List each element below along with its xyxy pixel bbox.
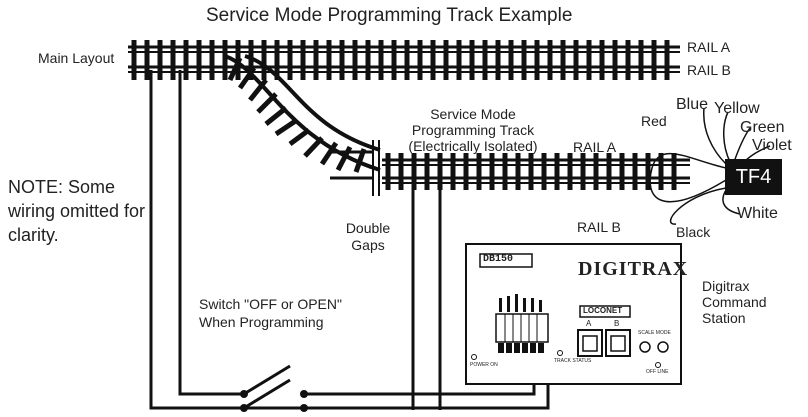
programming-track xyxy=(382,153,690,190)
prog-track-title-3: (Electrically Isolated) xyxy=(408,138,538,154)
main-layout-label: Main Layout xyxy=(38,50,115,66)
yellow-wire xyxy=(723,111,731,163)
power-on-label: POWER ON xyxy=(470,362,498,368)
decoder-wires xyxy=(649,107,771,225)
green-wire-label: Green xyxy=(740,119,785,136)
white-wire-label: White xyxy=(737,205,778,222)
terminal-dividers xyxy=(504,314,538,342)
double-gaps xyxy=(372,140,380,196)
track-tie xyxy=(319,141,339,166)
note-text: NOTE: Some wiring omitted for clarity. xyxy=(8,177,146,245)
track-tie xyxy=(288,127,311,147)
switch-label-2: When Programming xyxy=(199,314,324,330)
prog-rail-a-label: RAIL A xyxy=(573,139,617,155)
curve-rail-outer xyxy=(224,54,381,172)
track-tie xyxy=(264,106,288,126)
black-wire xyxy=(669,187,727,225)
prog-track-title-1: Service Mode xyxy=(430,106,516,122)
violet-wire-label: Violet xyxy=(752,137,792,154)
double-gaps-label-1: Double xyxy=(345,220,391,236)
green-wire xyxy=(733,127,751,163)
red-wire xyxy=(649,152,727,203)
double-gaps-label-2: Gaps xyxy=(351,237,385,253)
main-rail-b-label: RAIL B xyxy=(687,62,731,78)
prog-rail-b-label: RAIL B xyxy=(577,219,621,235)
terminal-screws xyxy=(498,343,544,353)
off-line-label: OFF LINE xyxy=(646,369,669,375)
curve-rail-inner xyxy=(244,54,381,152)
digitrax-logo: DIGITRAX xyxy=(578,258,689,280)
track-tie xyxy=(248,78,268,102)
terminal-strip xyxy=(495,313,549,343)
curved-turnout-track xyxy=(224,54,381,180)
scale-mode-label: SCALE MODE xyxy=(638,330,671,336)
mode-dial-1 xyxy=(639,341,651,353)
mode-dial-2 xyxy=(657,341,669,353)
loconet-port-b: B xyxy=(614,319,620,328)
station-label-2: Command xyxy=(702,294,767,310)
loconet-port-a: A xyxy=(586,319,592,328)
track-tie xyxy=(274,117,299,137)
main-layout-track xyxy=(128,40,680,80)
main-feeder-b xyxy=(178,70,244,396)
station-label-1: Digitrax xyxy=(702,278,750,294)
black-wire-label: Black xyxy=(676,224,711,240)
diagram-title: Service Mode Programming Track Example xyxy=(206,5,573,26)
terminal-label-marks xyxy=(499,294,542,312)
db150-booster xyxy=(465,243,682,385)
switch-label-1: Switch "OFF or OPEN" xyxy=(199,296,342,312)
loconet-box xyxy=(579,305,631,318)
power-on-led xyxy=(471,354,477,360)
main-rail-a-label: RAIL A xyxy=(687,39,731,55)
track-status-led xyxy=(557,350,563,356)
track-status-label: TRACK STATUS xyxy=(554,358,592,364)
station-label-3: Station xyxy=(702,310,746,326)
red-wire-label: Red xyxy=(641,113,667,129)
loconet-label: LOCONET xyxy=(583,306,623,315)
track-tie xyxy=(237,66,257,90)
off-line-led xyxy=(655,362,661,368)
prog-track-title-2: Programming Track xyxy=(411,122,535,138)
yellow-wire-label: Yellow xyxy=(714,100,760,117)
white-wire xyxy=(722,189,741,215)
db150-model-label: DB150 xyxy=(483,254,514,265)
blue-wire xyxy=(703,107,727,165)
tf4-decoder: TF4 xyxy=(725,159,782,195)
programming-switch[interactable] xyxy=(240,364,308,412)
blue-wire-label: Blue xyxy=(676,96,709,113)
